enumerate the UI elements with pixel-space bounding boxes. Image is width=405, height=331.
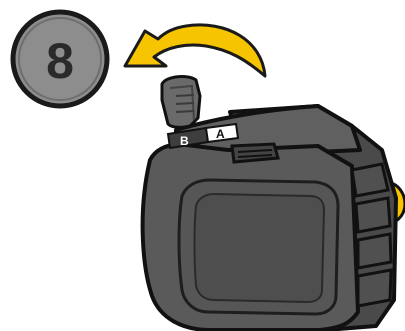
curved-arrow-left-icon	[125, 25, 265, 76]
battery-pack-icon: B A	[143, 77, 405, 330]
key-tab	[162, 77, 200, 128]
step-number: 8	[46, 33, 74, 89]
slot-a-label: A	[216, 127, 225, 141]
release-latch	[232, 144, 278, 162]
step-badge: 8	[13, 12, 107, 106]
slot-b-label: B	[180, 134, 189, 148]
